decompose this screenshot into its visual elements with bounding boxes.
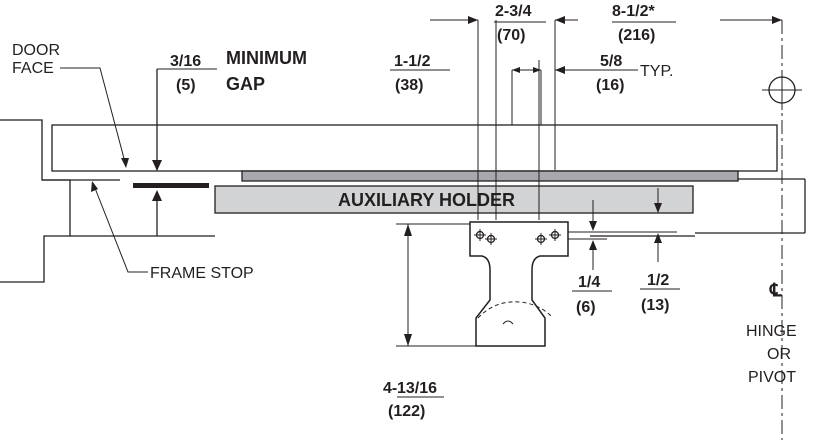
centerline-symbol: ℄ xyxy=(769,280,782,300)
auxiliary-holder-label: AUXILIARY HOLDER xyxy=(338,190,515,210)
hinge-line3: PIVOT xyxy=(748,369,796,386)
dim-5-8-label: 5/8 xyxy=(600,53,622,70)
dim-1-4-1-2: 1/4 (6) 1/2 (13) xyxy=(568,188,680,316)
dim-38-label: (38) xyxy=(395,77,423,94)
gap-num-label: 3/16 xyxy=(170,53,201,70)
door-frame-outline xyxy=(0,119,120,283)
frame-stop-label: FRAME STOP xyxy=(150,265,254,282)
door-face-line1: DOOR xyxy=(12,42,60,59)
dim-4-label: 4- xyxy=(383,380,397,397)
dim-1-1-2-label: 1-1/2 xyxy=(394,53,431,70)
dim-2-3-4-label: 2-3/4 xyxy=(495,3,532,20)
door-face-callout: DOOR FACE xyxy=(12,42,129,168)
dim-13-16-label: 13/16 xyxy=(397,380,437,397)
dim-1-2-label: 1/2 xyxy=(647,272,669,289)
dim-6-label: (6) xyxy=(576,299,596,316)
dim-2-3-4: 2-3/4 (70) xyxy=(430,3,578,44)
dim-16-label: (16) xyxy=(596,77,624,94)
hinge-line1: HINGE xyxy=(746,323,797,340)
dim-1-4-label: 1/4 xyxy=(578,274,600,291)
typ-label: TYP. xyxy=(640,63,674,80)
hinge-line2: OR xyxy=(767,346,791,363)
dim-1-1-2: 1-1/2 (38) xyxy=(390,53,541,94)
dim-5-8: 5/8 (16) TYP. xyxy=(555,53,674,94)
gap-bar xyxy=(133,183,209,188)
dim-216-label: (216) xyxy=(618,27,655,44)
right-frame xyxy=(70,178,806,237)
extension-lines xyxy=(477,20,556,220)
frame-stop-callout: FRAME STOP xyxy=(91,181,254,282)
screw-holes xyxy=(474,229,561,245)
door-face-line2: FACE xyxy=(12,60,54,77)
gap-mm-label: (5) xyxy=(176,77,196,94)
track-bar xyxy=(241,170,739,182)
dim-70-label: (70) xyxy=(497,27,525,44)
holder-bracket xyxy=(469,221,569,347)
gap-word2-label: GAP xyxy=(226,74,265,94)
dim-8-1-2-label: 8-1/2* xyxy=(612,3,655,20)
door-leaf xyxy=(51,124,778,172)
pivot-symbol xyxy=(762,70,802,110)
gap-word1-label: MINIMUM xyxy=(226,48,307,68)
dim-122-label: (122) xyxy=(388,403,425,420)
hinge-pivot-callout: ℄ HINGE OR PIVOT xyxy=(746,280,797,386)
dim-13-label: (13) xyxy=(641,297,669,314)
min-gap-callout: 3/16 (5) MINIMUM GAP xyxy=(152,48,307,236)
dim-8-1-2: 8-1/2* (216) xyxy=(612,3,782,44)
dim-4-13-16: 4- 13/16 (122) xyxy=(383,223,476,420)
auxiliary-holder-body xyxy=(214,185,694,214)
